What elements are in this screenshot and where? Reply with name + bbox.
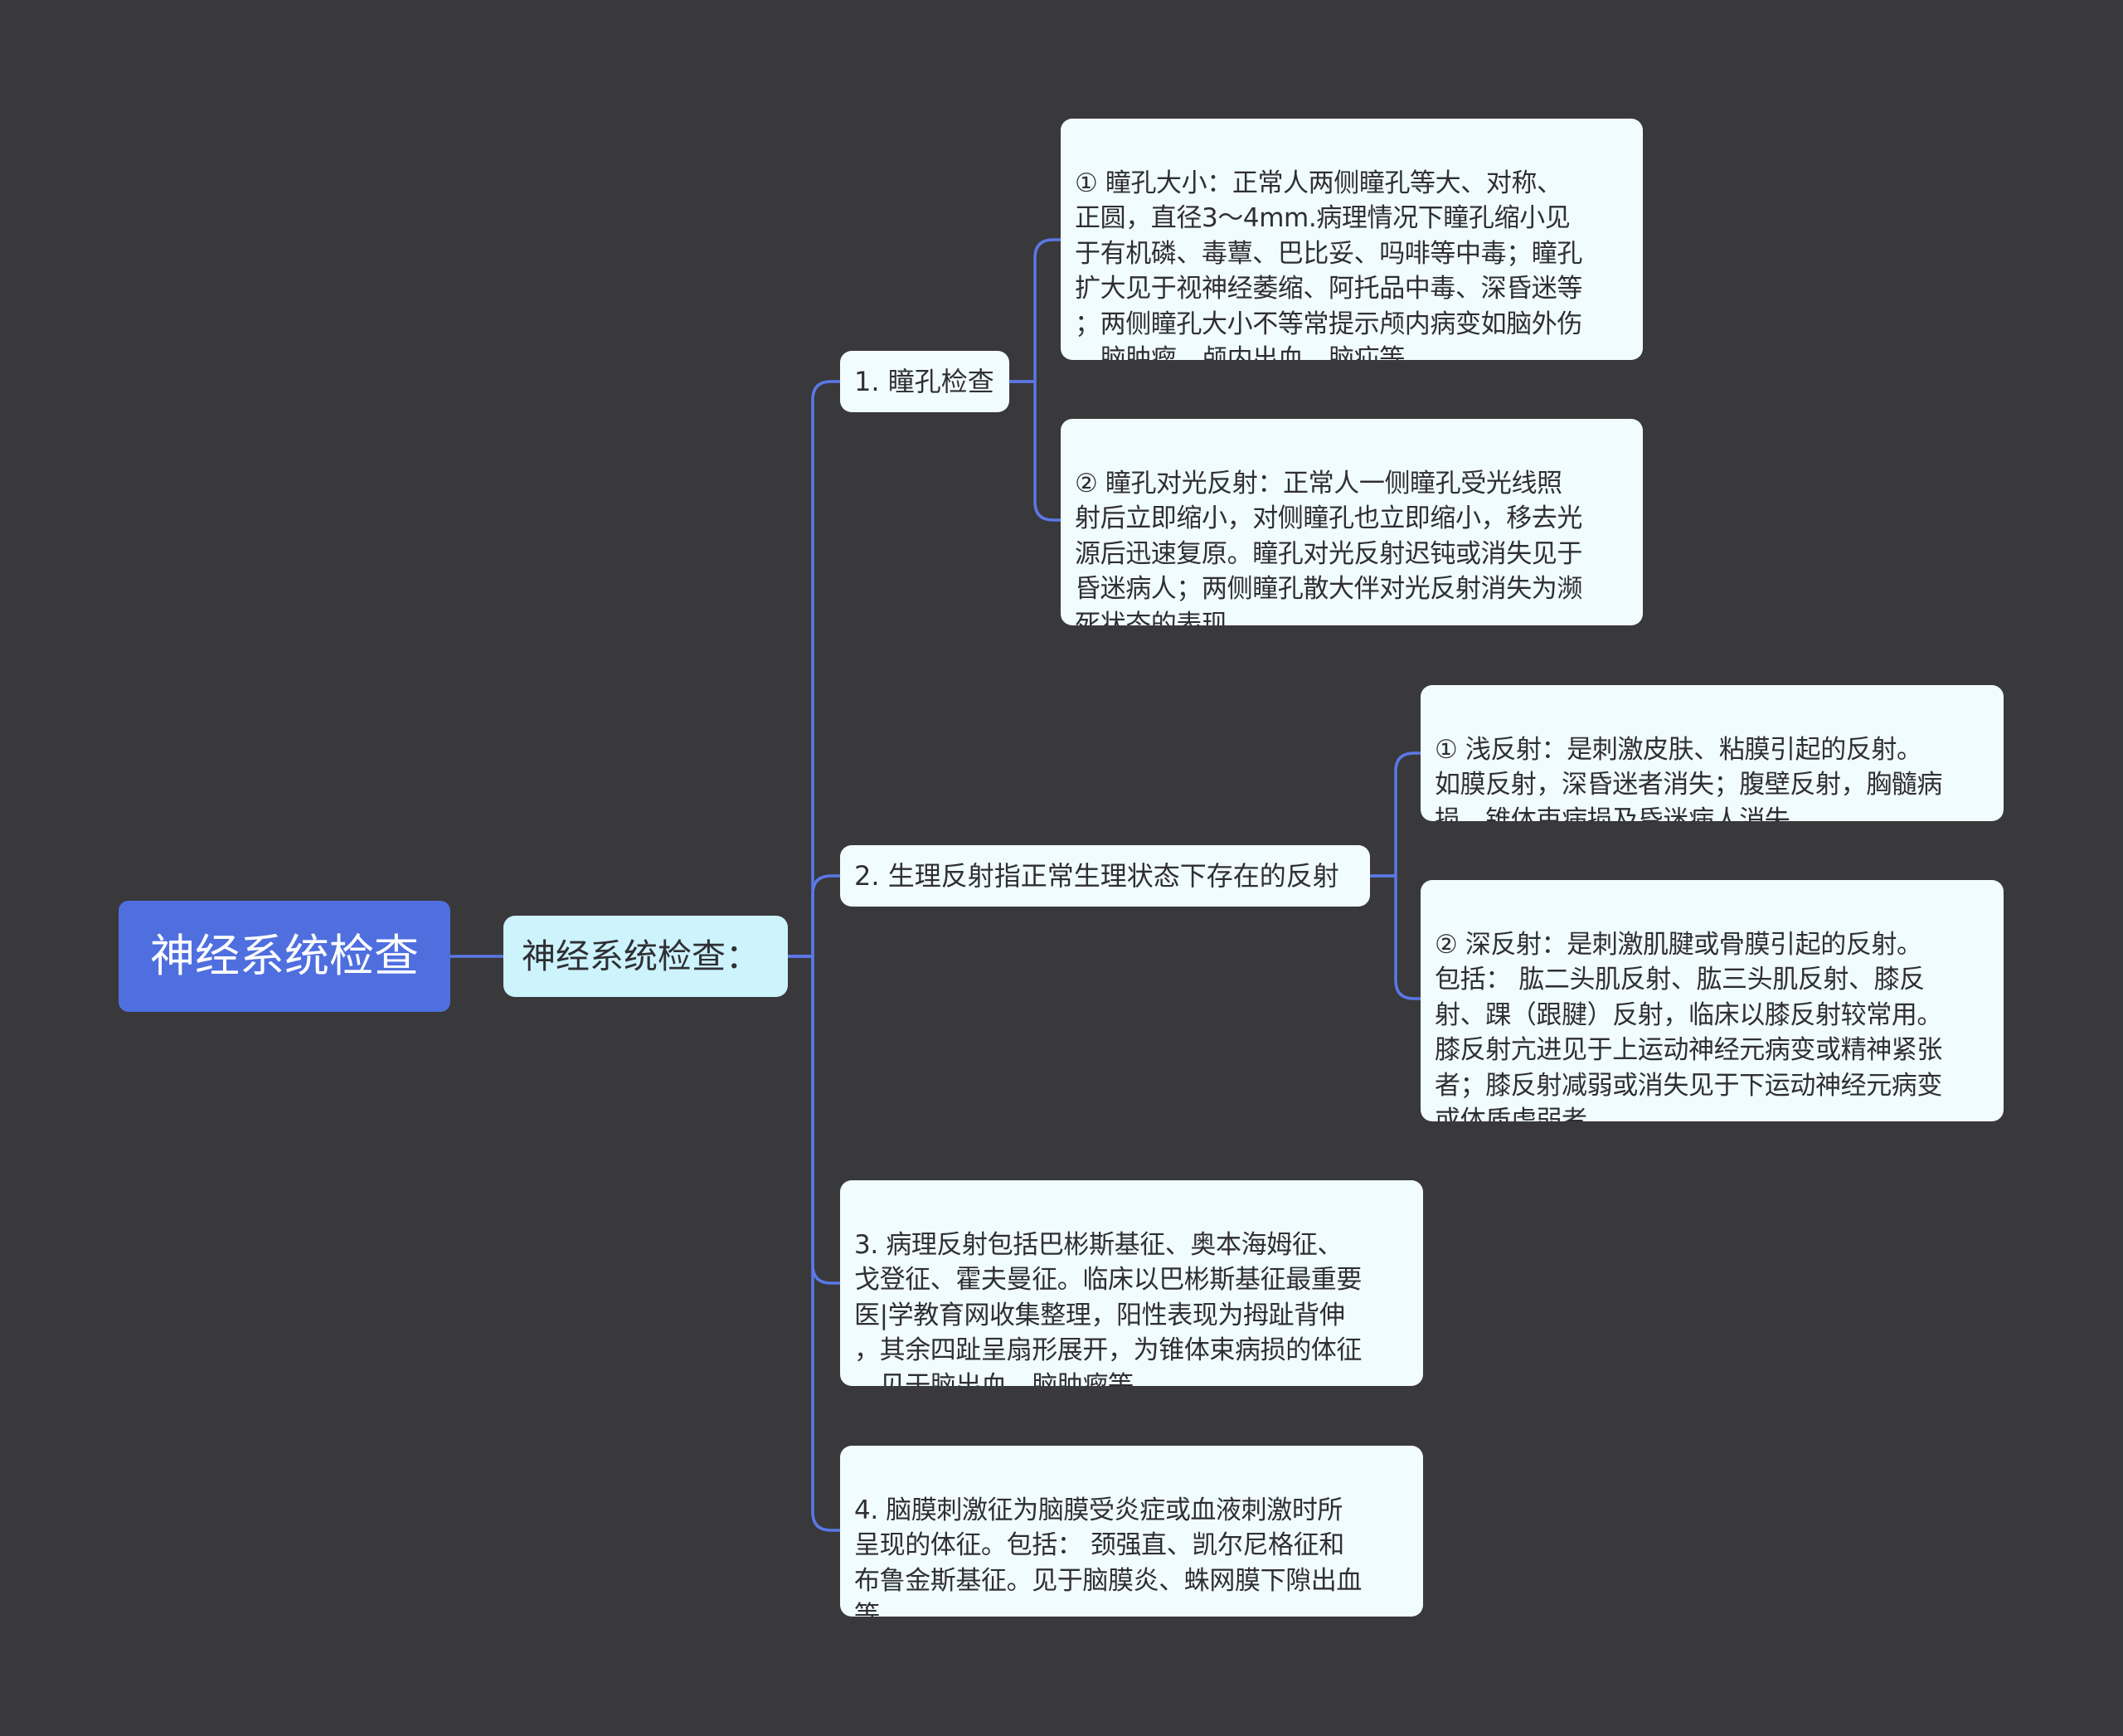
branch-1-topic[interactable]: 1. 瞳孔检查	[840, 351, 1009, 412]
leaf-pupil-size[interactable]: ① 瞳孔大小：正常人两侧瞳孔等大、对称、 正圆，直径3～4mm.病理情况下瞳孔缩…	[1061, 119, 1643, 360]
connector-main-branch-2	[786, 874, 843, 958]
connector-main-branch-1	[786, 380, 843, 958]
leaf-pupil-light-reflex[interactable]: ② 瞳孔对光反射：正常人一侧瞳孔受光线照 射后立即缩小，对侧瞳孔也立即缩小，移去…	[1061, 419, 1643, 625]
connector-branch-1-leaf-1	[1008, 238, 1063, 383]
branch-2-topic[interactable]: 2. 生理反射指正常生理状态下存在的反射	[840, 845, 1370, 907]
branch-4-topic[interactable]: 4. 脑膜刺激征为脑膜受炎症或血液刺激时所 呈现的体征。包括： 颈强直、凯尔尼格…	[840, 1446, 1423, 1617]
branch-3-topic[interactable]: 3. 病理反射包括巴彬斯基征、奥本海姆征、 戈登征、霍夫曼征。临床以巴彬斯基征最…	[840, 1180, 1423, 1386]
leaf-pupil-size-label: ① 瞳孔大小：正常人两侧瞳孔等大、对称、 正圆，直径3～4mm.病理情况下瞳孔缩…	[1075, 168, 1582, 361]
main-topic-label: 神经系统检查：	[522, 936, 760, 976]
connector-branch-2-leaf-1	[1368, 751, 1424, 878]
connector-main-branch-3	[786, 955, 843, 1285]
branch-4-label: 4. 脑膜刺激征为脑膜受炎症或血液刺激时所 呈现的体征。包括： 颈强直、凯尔尼格…	[854, 1495, 1362, 1617]
connector-main-branch-4	[786, 955, 843, 1532]
connector-branch-1-leaf-2	[1008, 380, 1063, 522]
root-topic-label: 神经系统检查	[150, 930, 419, 982]
leaf-deep-reflex-label: ② 深反射：是刺激肌腱或骨膜引起的反射。 包括： 肱二头肌反射、肱三头肌反射、膝…	[1435, 929, 1942, 1122]
leaf-deep-reflex[interactable]: ② 深反射：是刺激肌腱或骨膜引起的反射。 包括： 肱二头肌反射、肱三头肌反射、膝…	[1421, 880, 2004, 1121]
branch-1-label: 1. 瞳孔检查	[854, 366, 994, 397]
branch-3-label: 3. 病理反射包括巴彬斯基征、奥本海姆征、 戈登征、霍夫曼征。临床以巴彬斯基征最…	[854, 1229, 1362, 1387]
leaf-pupil-light-reflex-label: ② 瞳孔对光反射：正常人一侧瞳孔受光线照 射后立即缩小，对侧瞳孔也立即缩小，移去…	[1075, 468, 1582, 626]
connector-branch-2-leaf-2	[1368, 874, 1424, 1000]
leaf-superficial-reflex[interactable]: ① 浅反射：是刺激皮肤、粘膜引起的反射。 如膜反射，深昏迷者消失；腹壁反射，胸髓…	[1421, 685, 2004, 821]
root-topic[interactable]: 神经系统检查	[119, 901, 450, 1012]
leaf-superficial-reflex-label: ① 浅反射：是刺激皮肤、粘膜引起的反射。 如膜反射，深昏迷者消失；腹壁反射，胸髓…	[1435, 734, 1942, 822]
branch-2-label: 2. 生理反射指正常生理状态下存在的反射	[854, 860, 1339, 892]
main-topic[interactable]: 神经系统检查：	[503, 916, 788, 997]
